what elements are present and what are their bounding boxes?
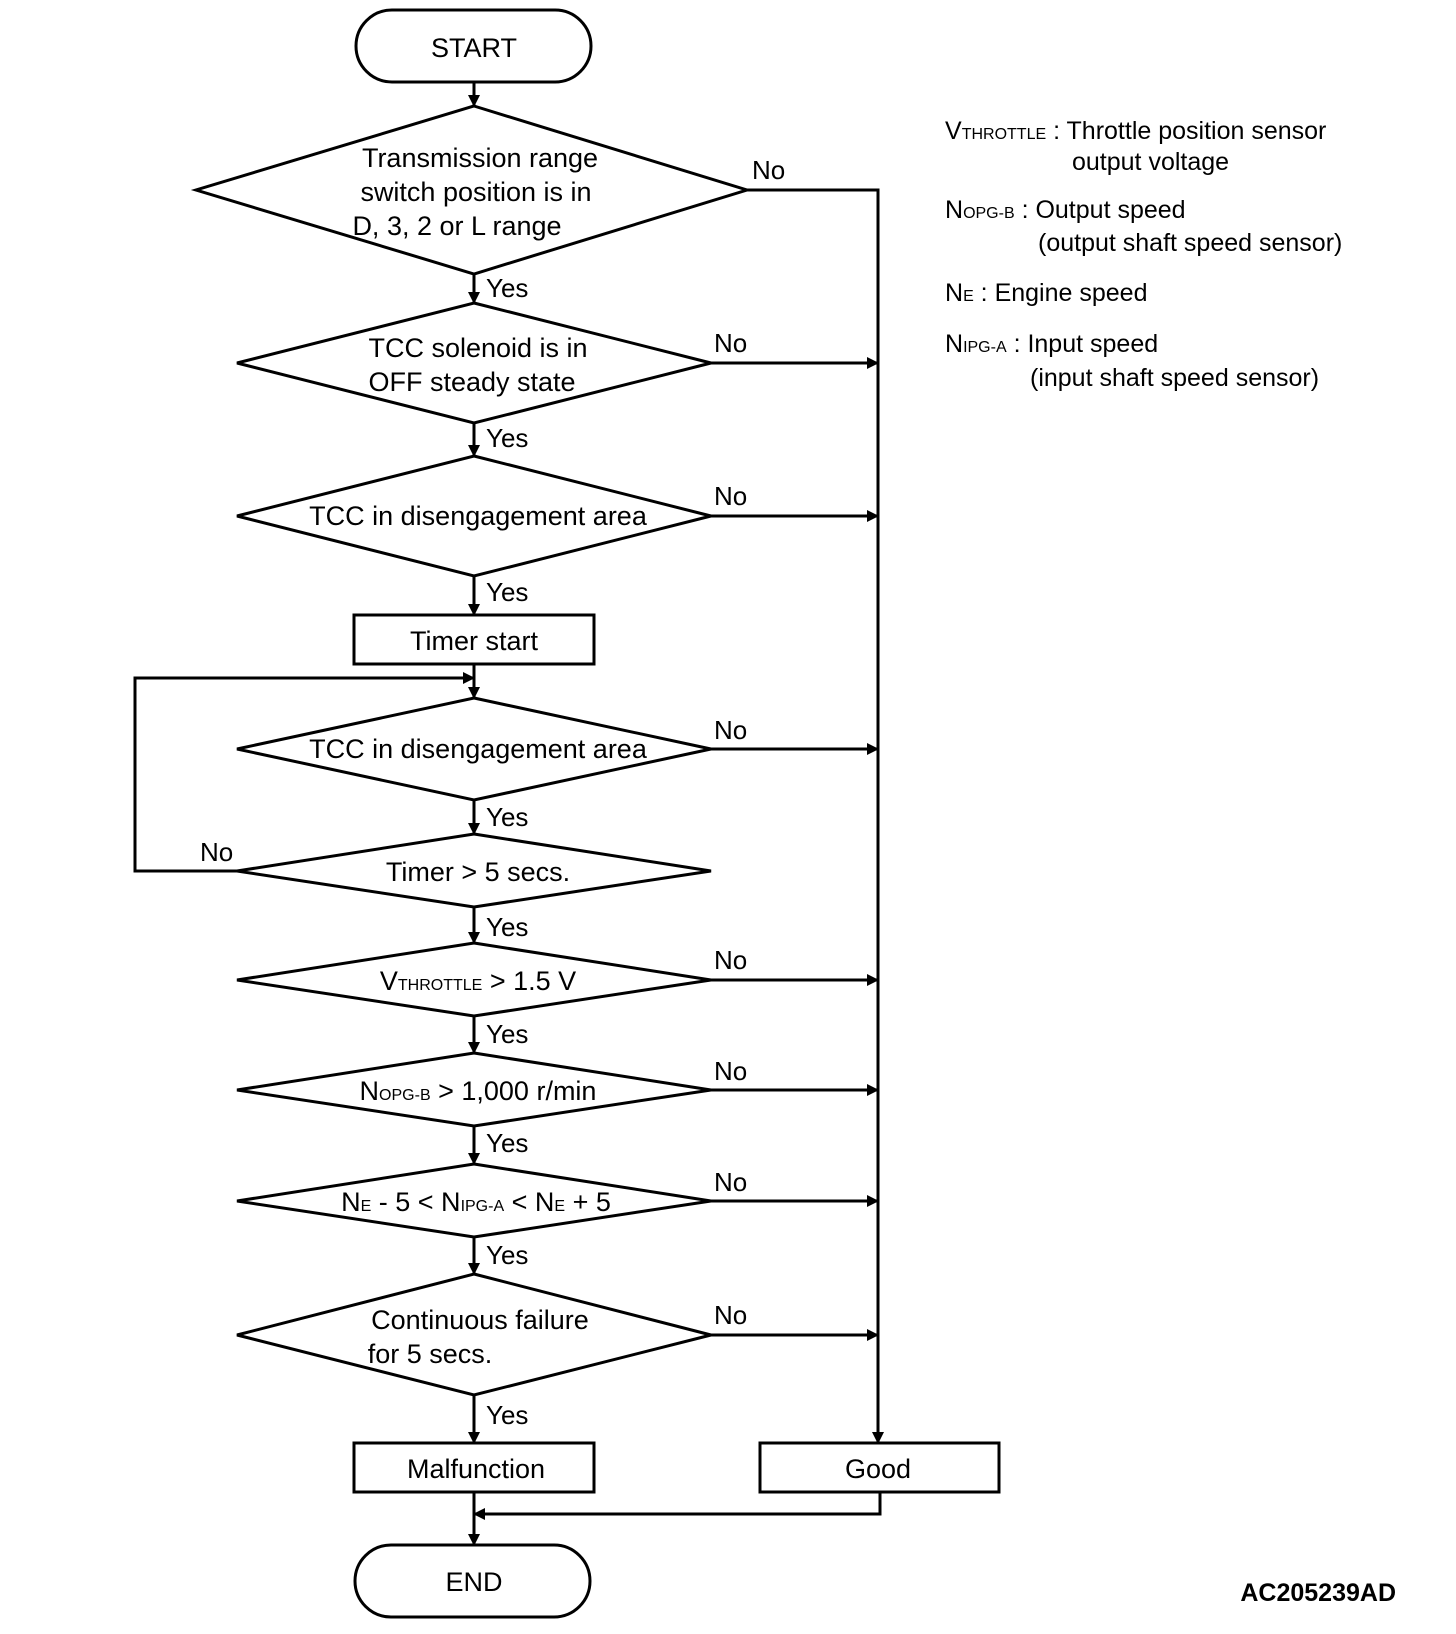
legend-nipga-desc: (input shaft speed sensor)	[1030, 364, 1319, 392]
math-expr: < N	[504, 1187, 554, 1217]
legend-nopgb: NOPG-B : Output speed	[945, 196, 1186, 224]
start-label: START	[431, 33, 517, 63]
math-expr: > 1.5 V	[482, 966, 576, 996]
yes-label: Yes	[486, 273, 528, 303]
decision-timer-text: Timer > 5 secs.	[386, 857, 570, 887]
no-label: No	[752, 155, 785, 185]
decision-continuous-line-1: Continuous failure	[371, 1305, 589, 1335]
math-subscript: THROTTLE	[398, 977, 482, 994]
timer-loop-connector	[133, 672, 475, 873]
malfunction-label: Malfunction	[407, 1454, 545, 1484]
decision-tcc-disengage-2-text: TCC in disengagement area	[309, 734, 648, 764]
decision-tcc-off-line-2: OFF steady state	[368, 367, 575, 397]
math-subscript: E	[554, 1198, 565, 1215]
no-label: No	[714, 1300, 747, 1330]
legend: VTHROTTLE : Throttle position sensor out…	[945, 117, 1342, 392]
decision-range-switch-line-1: Transmission range	[362, 143, 598, 173]
legend-ne: NE : Engine speed	[945, 279, 1147, 307]
decision-tcc-off-line-1: TCC solenoid is in	[368, 333, 587, 363]
figure-code: AC205239AD	[1240, 1579, 1396, 1607]
yes-label: Yes	[486, 1400, 528, 1430]
decision-ne-range-text: NE - 5 < NIPG-A < NE + 5	[341, 1187, 611, 1217]
decision-continuous-line-2: for 5 secs.	[368, 1339, 493, 1369]
decision-range-switch-line-2: switch position is in	[360, 177, 591, 207]
no-label: No	[200, 837, 233, 867]
yes-label: Yes	[486, 912, 528, 942]
math-var: N	[341, 1187, 361, 1217]
decision-range-switch-line-3: D, 3, 2 or L range	[352, 211, 561, 241]
legend-vthrottle-desc: output voltage	[1072, 148, 1229, 176]
legend-nipga: NIPG-A : Input speed	[945, 330, 1158, 358]
no-label: No	[714, 1056, 747, 1086]
math-expr: + 5	[565, 1187, 611, 1217]
timer-start-label: Timer start	[410, 626, 538, 656]
math-subscript: OPG-B	[379, 1087, 431, 1104]
math-expr: > 1,000 r/min	[431, 1076, 597, 1106]
yes-label: Yes	[486, 1019, 528, 1049]
no-label: No	[714, 1167, 747, 1197]
math-var: V	[380, 966, 398, 996]
yes-label: Yes	[486, 802, 528, 832]
good-label: Good	[845, 1454, 911, 1484]
no-connector-range	[747, 188, 884, 1444]
end-label: END	[445, 1567, 502, 1597]
decision-tcc-disengage-1-text: TCC in disengagement area	[309, 501, 648, 531]
math-subscript: E	[361, 1198, 372, 1215]
decision-tcc-off-steady	[236, 301, 712, 425]
yes-label: Yes	[486, 423, 528, 453]
decision-nopgb-text: NOPG-B > 1,000 r/min	[360, 1076, 597, 1106]
math-expr: - 5 < N	[371, 1187, 460, 1217]
math-var: N	[360, 1076, 380, 1106]
decision-vthrottle-text: VTHROTTLE > 1.5 V	[380, 966, 576, 996]
good-to-end-connector	[473, 1492, 882, 1520]
legend-nopgb-desc: (output shaft speed sensor)	[1038, 229, 1342, 257]
no-label: No	[714, 945, 747, 975]
yes-label: Yes	[486, 577, 528, 607]
no-label: No	[714, 715, 747, 745]
no-label: No	[714, 481, 747, 511]
legend-vthrottle: VTHROTTLE : Throttle position sensor	[945, 117, 1326, 145]
yes-label: Yes	[486, 1240, 528, 1270]
yes-label: Yes	[486, 1128, 528, 1158]
math-subscript: IPG-A	[461, 1198, 505, 1215]
no-label: No	[714, 328, 747, 358]
